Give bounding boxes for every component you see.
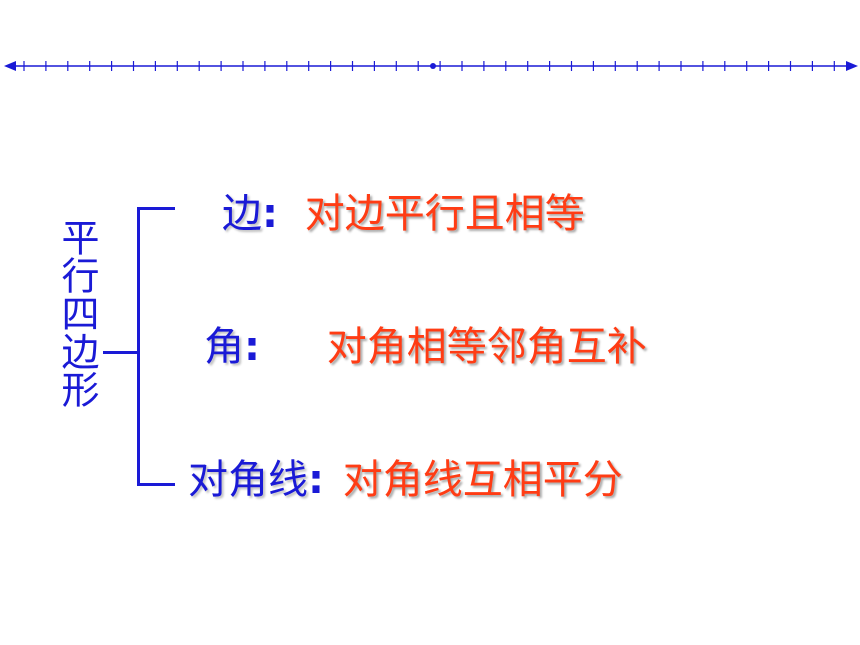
diagram-title: 平行四边形 [55, 218, 99, 408]
bracket-top-arm [137, 207, 175, 210]
property-row-sides: 边: 对边平行且相等 [222, 190, 585, 238]
bracket-vertical [137, 207, 140, 485]
number-line-left-arrow [4, 61, 16, 71]
property-value-angles: 对角相等邻角互补 [326, 324, 647, 370]
property-label-sides: 边 [222, 191, 262, 237]
property-label-angles: 角 [204, 324, 244, 370]
property-value-diagonals: 对角线互相平分 [342, 457, 623, 503]
property-colon: : [262, 191, 278, 237]
property-label-diagonals: 对角线 [188, 457, 308, 503]
property-colon: : [308, 457, 324, 503]
property-colon: : [244, 324, 260, 370]
number-line-right-arrow [846, 61, 858, 71]
property-row-diagonals: 对角线: 对角线互相平分 [188, 456, 623, 504]
property-value-sides: 对边平行且相等 [304, 191, 585, 237]
bracket-middle-stub [103, 351, 139, 354]
property-row-angles: 角: 对角相等邻角互补 [204, 323, 647, 371]
number-line-origin-dot [430, 63, 436, 69]
bracket-bottom-arm [137, 483, 175, 486]
number-line [4, 61, 858, 71]
